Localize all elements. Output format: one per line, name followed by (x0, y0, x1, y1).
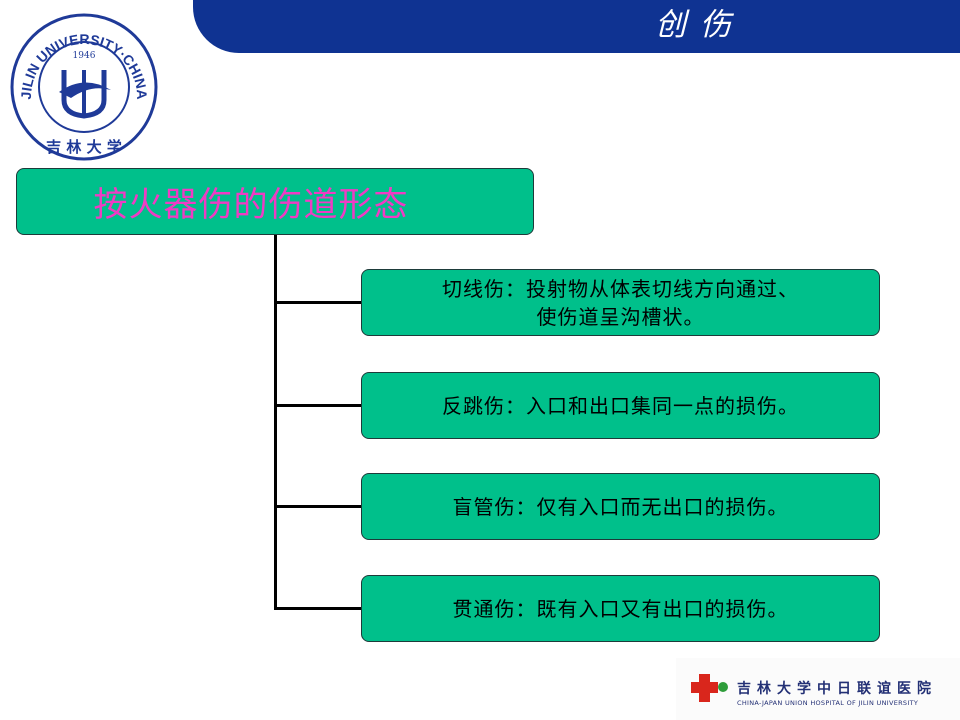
wound-type-text: 切线伤：投射物从体表切线方向通过、 (442, 276, 799, 301)
wound-type-box-penetrating: 贯通伤：既有入口又有出口的损伤。 (361, 575, 880, 642)
root-category-label: 按火器伤的伤道形态 (93, 185, 409, 225)
seal-motto: 吉 林 大 学 (46, 138, 122, 156)
hospital-name-cn: 吉林大学中日联谊医院 (737, 681, 937, 697)
hospital-cross-icon (691, 674, 728, 702)
wound-type-box-blind: 盲管伤：仅有入口而无出口的损伤。 (361, 473, 880, 540)
branch-connector (274, 301, 363, 304)
title-bar (193, 0, 960, 53)
wound-type-box-ricochet: 反跳伤：入口和出口集同一点的损伤。 (361, 372, 880, 439)
hospital-name-en: CHINA-JAPAN UNION HOSPITAL OF JILIN UNIV… (737, 699, 919, 707)
wound-type-text: 盲管伤：仅有入口而无出口的损伤。 (452, 494, 789, 519)
wound-type-text: 贯通伤：既有入口又有出口的损伤。 (452, 596, 789, 621)
branch-connector (274, 404, 363, 407)
seal-year: 1946 (73, 51, 96, 61)
branch-connector (274, 607, 363, 610)
slide-title: 创 伤 (655, 7, 733, 43)
wound-type-box-tangential: 切线伤：投射物从体表切线方向通过、 使伤道呈沟槽状。 (361, 269, 880, 336)
wound-type-text: 反跳伤：入口和出口集同一点的损伤。 (442, 393, 799, 418)
university-seal-logo: JILIN UNIVERSITY·CHINA 1946 吉 林 大 学 (10, 13, 158, 161)
wound-type-text: 使伤道呈沟槽状。 (536, 304, 705, 329)
branch-connector (274, 505, 363, 508)
root-category-box: 按火器伤的伤道形态 (16, 168, 534, 235)
tree-trunk-connector (274, 235, 277, 610)
